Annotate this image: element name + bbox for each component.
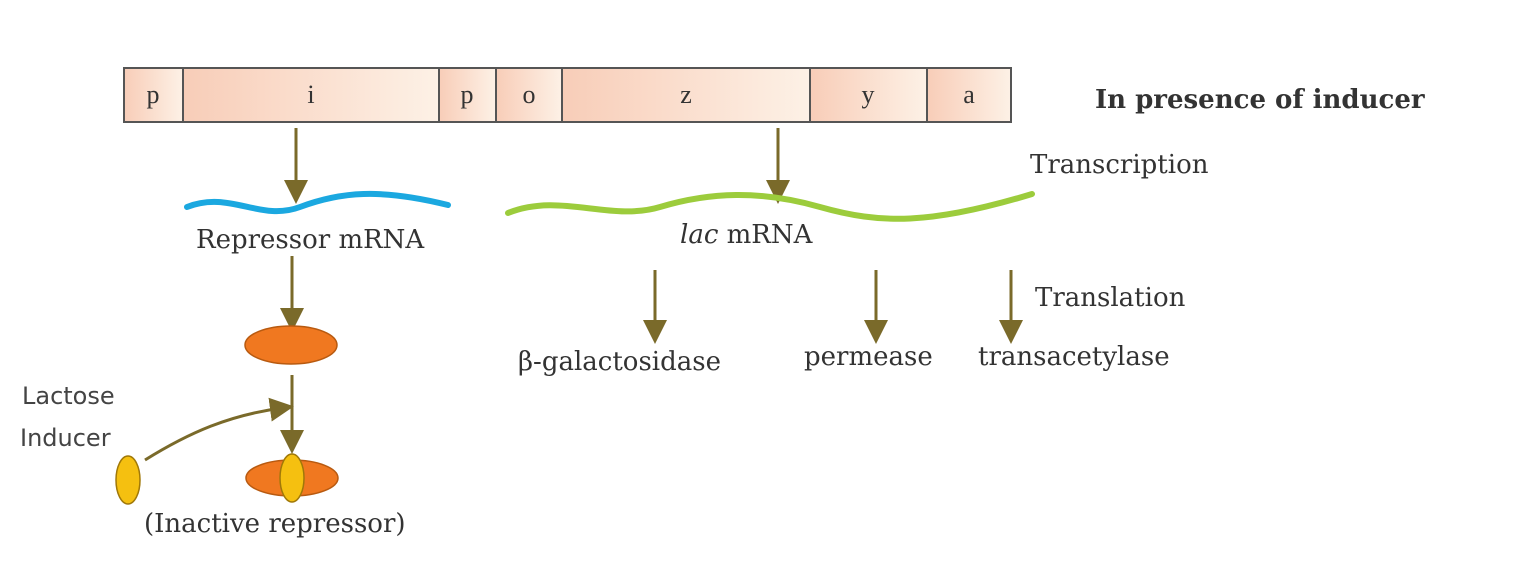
gene-label-z: z xyxy=(680,80,692,109)
gene-box-y xyxy=(809,67,928,123)
repressor-mrna-wave xyxy=(184,190,451,215)
lac-mrna-wave xyxy=(505,191,1035,222)
inducer-label: Inducer xyxy=(20,424,111,452)
arrow-inducer-binding xyxy=(144,397,294,462)
translation-label: Translation xyxy=(1035,283,1186,313)
lac-italic: lac xyxy=(680,220,719,250)
protein-beta-galactosidase: β-galactosidase xyxy=(518,347,721,377)
lactose-label: Lactose xyxy=(22,382,115,410)
bound-inducer-molecule xyxy=(279,453,305,503)
inactive-repressor-label: (Inactive repressor) xyxy=(144,509,406,539)
protein-permease: permease xyxy=(804,342,933,372)
gene-box-a xyxy=(926,67,1012,123)
gene-label-i: i xyxy=(307,80,314,109)
gene-label-p2: p xyxy=(461,80,474,109)
inducer-molecule xyxy=(115,455,141,505)
lac-mrna-rest: mRNA xyxy=(718,220,813,250)
transcription-label: Transcription xyxy=(1030,150,1209,180)
gene-label-a: a xyxy=(963,80,975,109)
lac-mrna-label: lac mRNA xyxy=(680,220,814,250)
gene-box-i xyxy=(182,67,440,123)
gene-bar xyxy=(123,67,1012,123)
diagram-title: In presence of inducer xyxy=(1095,85,1425,115)
repressor-protein xyxy=(244,325,338,365)
gene-box-p xyxy=(123,67,184,123)
repressor-mrna-label: Repressor mRNA xyxy=(196,225,425,255)
gene-label-o: o xyxy=(523,80,536,109)
gene-box-promoter xyxy=(438,67,497,123)
gene-label-y: y xyxy=(862,80,875,109)
gene-label-p: p xyxy=(147,80,160,109)
gene-box-z xyxy=(561,67,811,123)
protein-transacetylase: transacetylase xyxy=(978,342,1170,372)
